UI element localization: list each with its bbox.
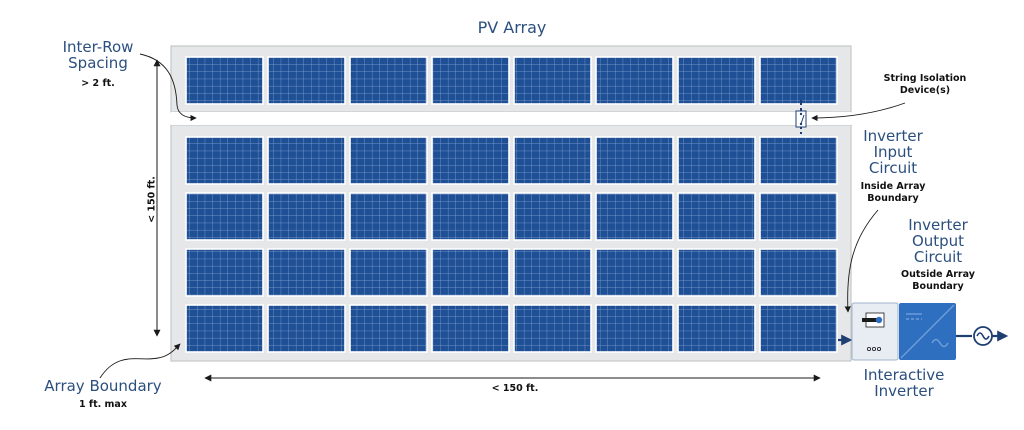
pv-module-r2-m7 bbox=[677, 192, 756, 241]
pv-module-r4-m4 bbox=[431, 304, 510, 353]
disconnect-switch-icon bbox=[851, 302, 899, 361]
pv-module-r1-m8 bbox=[759, 136, 838, 185]
pv-module-r3-m2 bbox=[267, 248, 346, 297]
diagram-title: PV Array bbox=[477, 18, 547, 37]
ac-sine-wave bbox=[976, 332, 990, 340]
pv-module-r2-m4 bbox=[431, 192, 510, 241]
pv-module-r1-m5 bbox=[513, 136, 592, 185]
pv-module-r2-m8 bbox=[759, 192, 838, 241]
array-boundary-title: Array Boundary bbox=[44, 377, 162, 395]
indicator-led-3 bbox=[877, 346, 882, 351]
array-boundary-value: 1 ft. max bbox=[79, 399, 127, 410]
pv-module-r3-m1 bbox=[185, 248, 264, 297]
pv-module-r4-m5 bbox=[513, 304, 592, 353]
pv-module-r4-m3 bbox=[349, 304, 428, 353]
pv-module-r1-m2 bbox=[267, 136, 346, 185]
switch-contact-top bbox=[799, 112, 803, 116]
inverter-diagonal bbox=[900, 304, 955, 359]
pv-module-r4-m2 bbox=[267, 304, 346, 353]
pv-module-r4-m7 bbox=[677, 304, 756, 353]
pv-module-r2-m5 bbox=[513, 192, 592, 241]
output-circuit-note: Outside Array Boundary bbox=[901, 269, 975, 292]
pv-module-r3-m4 bbox=[431, 248, 510, 297]
indicator-led-1 bbox=[867, 346, 872, 351]
pv-module-r3-m6 bbox=[595, 248, 674, 297]
disconnect-handle bbox=[862, 318, 879, 322]
module-row-top bbox=[185, 56, 838, 105]
pv-module-r3-m3 bbox=[349, 248, 428, 297]
pv-module-top-r1-m5 bbox=[513, 56, 592, 105]
ac-symbol bbox=[931, 338, 949, 348]
pv-module-top-r1-m4 bbox=[431, 56, 510, 105]
pv-module-r2-m2 bbox=[267, 192, 346, 241]
pv-module-r3-m5 bbox=[513, 248, 592, 297]
pv-module-top-r1-m8 bbox=[759, 56, 838, 105]
array-boundary-leader bbox=[99, 343, 181, 379]
inter-row-spacing-value: > 2 ft. bbox=[81, 78, 115, 89]
pv-module-r4-m6 bbox=[595, 304, 674, 353]
vertical-dimension-label: < 150 ft. bbox=[146, 176, 158, 223]
module-rows-bottom bbox=[185, 136, 838, 353]
pv-module-r1-m1 bbox=[185, 136, 264, 185]
output-circuit-title: Inverter Output Circuit bbox=[908, 216, 968, 266]
pv-module-r3-m7 bbox=[677, 248, 756, 297]
pv-module-top-r1-m7 bbox=[677, 56, 756, 105]
pv-module-r4-m8 bbox=[759, 304, 838, 353]
pv-module-r1-m6 bbox=[595, 136, 674, 185]
inverter-name: Interactive Inverter bbox=[863, 366, 945, 400]
pv-module-r2-m3 bbox=[349, 192, 428, 241]
string-isolation-label: String Isolation Device(s) bbox=[883, 73, 967, 96]
disconnect-knob bbox=[875, 316, 883, 324]
input-circuit-leader bbox=[844, 209, 879, 313]
pv-module-top-r1-m6 bbox=[595, 56, 674, 105]
pv-module-top-r1-m2 bbox=[267, 56, 346, 105]
inter-row-gap bbox=[171, 112, 851, 125]
pv-module-r1-m3 bbox=[349, 136, 428, 185]
pv-module-r2-m6 bbox=[595, 192, 674, 241]
inter-row-spacing-title: Inter-Row Spacing bbox=[62, 38, 134, 72]
horizontal-dimension-label: < 150 ft. bbox=[491, 383, 539, 394]
indicator-led-2 bbox=[872, 346, 877, 351]
switch-blade bbox=[800, 114, 805, 125]
pv-module-r2-m1 bbox=[185, 192, 264, 241]
string-isolation-switch-icon bbox=[795, 110, 807, 128]
pv-module-r1-m4 bbox=[431, 136, 510, 185]
pv-module-r3-m8 bbox=[759, 248, 838, 297]
isolation-leader bbox=[811, 102, 906, 122]
pv-module-r1-m7 bbox=[677, 136, 756, 185]
pv-module-top-r1-m3 bbox=[349, 56, 428, 105]
interactive-inverter bbox=[851, 302, 956, 361]
pv-module-r4-m1 bbox=[185, 304, 264, 353]
input-circuit-note: Inside Array Boundary bbox=[860, 181, 926, 204]
pv-module-top-r1-m1 bbox=[185, 56, 264, 105]
input-circuit-title: Inverter Input Circuit bbox=[863, 127, 923, 177]
